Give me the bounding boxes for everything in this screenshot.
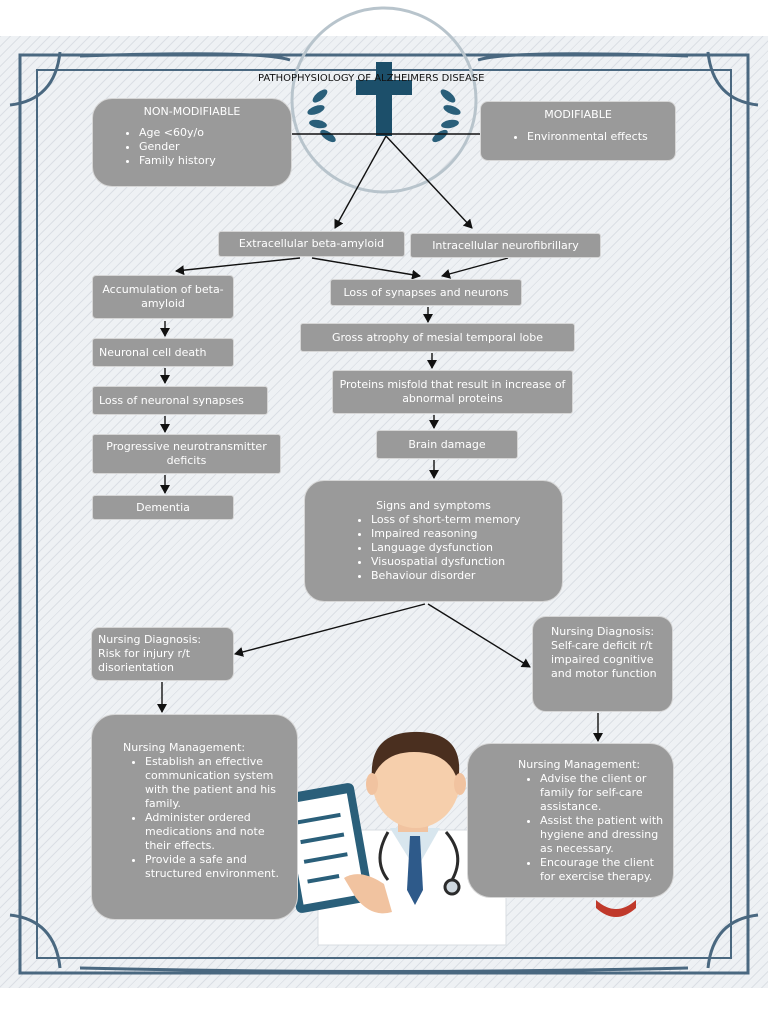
symptom-item: Impaired reasoning [371,527,556,541]
non-modifiable-box: NON-MODIFIABLE Age <60y/o Gender Family … [92,98,292,187]
risk-factor-item: Environmental effects [527,130,669,144]
management-item: Establish an effective communication sys… [145,755,291,811]
connectors [157,133,603,742]
non-modifiable-heading: NON-MODIFIABLE [143,105,241,118]
management-item: Administer ordered medications and note … [145,811,291,853]
atrophy-box: Gross atrophy of mesial temporal lobe [300,323,575,352]
doctor-illustration [277,731,636,946]
page-title: PATHOPHYSIOLOGY OF ALZHEIMERS DISEASE [258,73,485,84]
brain-damage-box: Brain damage [376,430,518,459]
heart-badge-icon [596,900,636,917]
management-item: Advise the client or family for self-car… [540,772,665,814]
nursing-management-left: Nursing Management: Establish an effecti… [91,714,298,920]
symptom-item: Language dysfunction [371,541,556,555]
risk-factor-item: Gender [139,140,285,154]
extracellular-box: Extracellular beta-amyloid [218,231,405,257]
nursing-diagnosis-left: Nursing Diagnosis: Risk for injury r/t d… [91,627,234,681]
cross-emblem-icon [356,62,412,136]
dementia-box: Dementia [92,495,234,520]
modifiable-box: MODIFIABLE Environmental effects [480,101,676,161]
signs-symptoms-box: Signs and symptoms Loss of short-term me… [304,480,563,602]
management-item: Assist the patient with hygiene and dres… [540,814,665,856]
nursing-management-right: Nursing Management: Advise the client or… [467,743,674,898]
symptom-item: Behaviour disorder [371,569,556,583]
nursing-diagnosis-right: Nursing Diagnosis: Self-care deficit r/t… [532,616,673,712]
management-item: Encourage the client for exercise therap… [540,856,665,884]
emblem [290,6,478,194]
symptom-item: Loss of short-term memory [371,513,556,527]
frame-top-swoops [79,52,689,973]
symptom-item: Visuospatial dysfunction [371,555,556,569]
modifiable-heading: MODIFIABLE [544,108,612,121]
management-item: Provide a safe and structured environmen… [145,853,291,881]
accumulation-box: Accumulation of beta-amyloid [92,275,234,319]
management-heading: Nursing Management: [518,758,641,771]
protein-misfold-box: Proteins misfold that result in increase… [332,370,573,414]
risk-factor-item: Family history [139,154,285,168]
cell-death-box: Neuronal cell death [92,338,234,367]
frame-corners [9,51,759,969]
stethoscope-icon [378,831,461,896]
synapses-neurons-box: Loss of synapses and neurons [330,279,522,306]
laurel-wreath-icon [307,89,461,143]
necktie-icon [407,836,423,905]
intracellular-box: Intracellular neurofibrillary [410,233,601,258]
management-heading: Nursing Management: [123,741,246,754]
neurotransmitter-box: Progressive neurotransmitter deficits [92,434,281,474]
risk-factor-item: Age <60y/o [139,126,285,140]
synapse-loss-box: Loss of neuronal synapses [92,386,268,415]
signs-heading: Signs and symptoms [376,499,491,512]
